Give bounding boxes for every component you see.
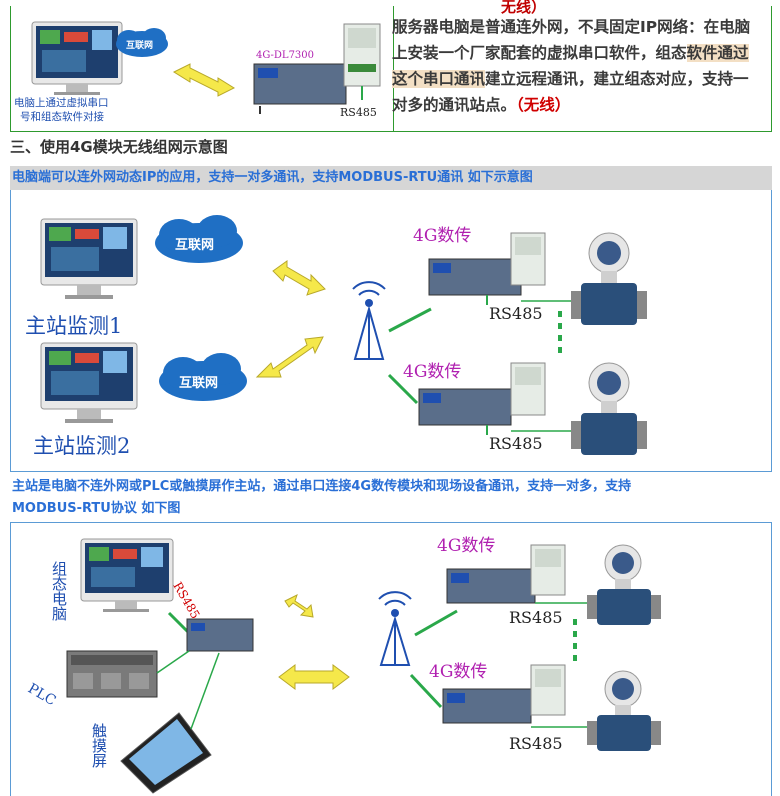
dtu4-module-icon bbox=[442, 688, 532, 724]
label-pc: 组态电脑 bbox=[50, 561, 68, 622]
rs485-label-3: RS485 bbox=[509, 608, 563, 627]
monitor1-icon bbox=[40, 218, 138, 299]
note-line1: 主站是电脑不连外网或PLC或触摸屏作主站，通过串口连接4G数传模块和现场设备通讯… bbox=[12, 479, 632, 494]
yellow-double-arrow bbox=[172, 63, 236, 97]
module-label: 4G-DL7300 bbox=[256, 50, 314, 61]
top-description: 服务器电脑是普通连外网，不具固定IP网络：在电脑上安装一个厂家配套的虚拟串口软件… bbox=[392, 14, 764, 118]
diagram2-box bbox=[10, 522, 772, 796]
4g-module-icon bbox=[253, 63, 347, 114]
device-box1-icon bbox=[510, 232, 546, 286]
device-box3-icon bbox=[530, 544, 566, 596]
yellow-arrow-small bbox=[284, 594, 314, 618]
yellow-arrow-1 bbox=[272, 260, 326, 296]
flowmeter3-icon bbox=[587, 544, 661, 625]
dtu2-module-icon bbox=[418, 388, 512, 426]
rs485-label-1: RS485 bbox=[489, 304, 543, 323]
label-plc: PLC bbox=[25, 681, 58, 710]
station2-label: 主站监测2 bbox=[33, 434, 130, 458]
plc-icon bbox=[66, 650, 158, 698]
desc-part-a: 服务器电脑是普通连外网，不具固定IP网络：在电脑上安装一个厂家配套的虚拟串口软件… bbox=[392, 18, 751, 62]
touchscreen-icon bbox=[120, 712, 212, 794]
cloud-label: 互联网 bbox=[126, 39, 153, 51]
green-arrow-4 bbox=[409, 673, 443, 709]
caption-line2: 号和组态软件对接 bbox=[20, 110, 104, 123]
cut-off-label: 无线） bbox=[501, 0, 547, 16]
config-pc-monitor-icon bbox=[80, 538, 174, 612]
master-module-icon bbox=[186, 618, 254, 652]
section-heading: 三、使用4G模块无线组网示意图 bbox=[10, 138, 228, 156]
label-touch: 触摸屏 bbox=[90, 723, 108, 768]
dots-separator-2 bbox=[573, 619, 577, 661]
desc-wireless-tag: （无线） bbox=[516, 96, 571, 114]
flowmeter1-icon bbox=[571, 232, 647, 325]
monitor-icon bbox=[31, 21, 123, 95]
rs485-tag: RS485 bbox=[170, 580, 202, 622]
green-arrow-3 bbox=[414, 609, 458, 637]
green-link-pc bbox=[167, 611, 191, 635]
dtu2-label: 4G数传 bbox=[403, 362, 461, 382]
top-diagram: 互联网 电脑上通过虚拟串口 号和组态软件对接 4G-DL7300 RS485 bbox=[14, 21, 381, 123]
desc-part-b: 建立远程通讯，建立组态对应，支持一对多的通讯站点。 bbox=[392, 70, 749, 114]
top-table: 无线） bbox=[10, 0, 772, 132]
diagram2-note: 主站是电脑不连外网或PLC或触摸屏作主站，通过串口连接4G数传模块和现场设备通讯… bbox=[12, 476, 762, 520]
monitor2-icon bbox=[40, 342, 138, 423]
diagram1-canvas: 主站监测1 主站监测2 互联网 互联网 4G数传 bbox=[25, 215, 647, 458]
flowmeter2-icon bbox=[571, 362, 647, 455]
device-box4-icon bbox=[530, 664, 566, 716]
flowmeter4-icon bbox=[587, 670, 661, 751]
device-box-icon bbox=[343, 23, 381, 87]
device-box2-icon bbox=[510, 362, 546, 416]
dots-separator bbox=[558, 311, 562, 353]
yellow-arrow-2 bbox=[255, 336, 324, 378]
dtu1-module-icon bbox=[428, 258, 522, 296]
diagram1-header: 电脑端可以连外网动态IP的应用，支持一对多通讯，支持MODBUS-RTU通讯 如… bbox=[10, 166, 772, 190]
dtu4-label: 4G数传 bbox=[429, 662, 487, 682]
cloud2-icon bbox=[159, 353, 247, 401]
station1-label: 主站监测1 bbox=[25, 314, 122, 338]
table-divider bbox=[393, 6, 394, 131]
dtu1-label: 4G数传 bbox=[413, 226, 471, 246]
tower-icon bbox=[352, 281, 386, 360]
dtu3-module-icon bbox=[446, 568, 536, 604]
tower2-icon bbox=[378, 591, 412, 666]
cloud1-label: 互联网 bbox=[175, 238, 214, 253]
rs485-label-2: RS485 bbox=[489, 434, 543, 453]
green-arrow-2 bbox=[387, 373, 419, 405]
green-arrow-1 bbox=[388, 307, 432, 333]
rs485-label-4: RS485 bbox=[509, 734, 563, 753]
cloud2-label: 互联网 bbox=[179, 376, 218, 391]
note-line2: MODBUS-RTU协议 如下图 bbox=[12, 501, 181, 516]
cloud1-icon bbox=[155, 215, 243, 263]
note-underline bbox=[470, 471, 770, 472]
caption-line1: 电脑上通过虚拟串口 bbox=[14, 96, 109, 109]
cloud-icon bbox=[116, 28, 168, 57]
diagram2-canvas: 组态电脑 RS485 PLC 触摸屏 bbox=[25, 536, 661, 794]
yellow-arrow-large bbox=[278, 664, 350, 690]
dtu3-label: 4G数传 bbox=[437, 536, 495, 556]
rs485-label: RS485 bbox=[340, 106, 377, 119]
